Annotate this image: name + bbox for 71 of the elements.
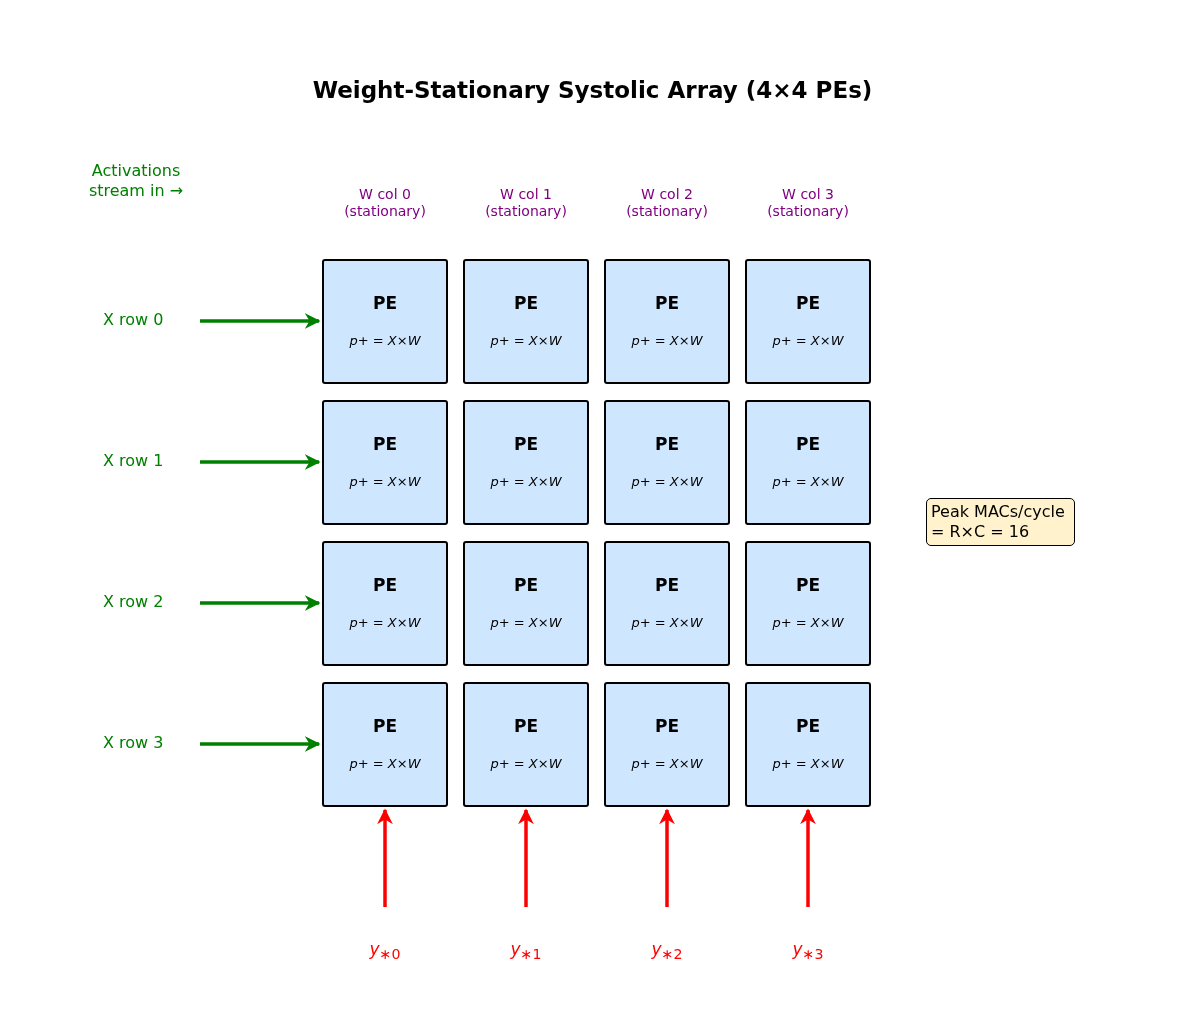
processing-element-box (745, 682, 871, 807)
column-header: W col 2 (stationary) (625, 186, 709, 220)
stream-note: Activations stream in → (87, 161, 185, 201)
diagram-title: Weight-Stationary Systolic Array (4×4 PEs) (311, 77, 874, 103)
row-input-label: X row 0 (100, 310, 200, 332)
arrow (659, 808, 675, 907)
formula-text: p+ = X×W (348, 615, 422, 630)
row-input-label: X row 1 (100, 451, 200, 473)
arrow (377, 808, 393, 907)
processing-element-box (463, 682, 589, 807)
arrow (518, 808, 534, 907)
pe-label: PE (512, 575, 540, 595)
note-box: Peak MACs/cycle = R×C = 16 (926, 498, 1075, 546)
pe-label: PE (512, 716, 540, 736)
column-header: W col 3 (stationary) (766, 186, 850, 220)
pe-label: PE (512, 293, 540, 313)
formula-text: p+ = X×W (630, 474, 704, 489)
pe-label: PE (371, 293, 399, 313)
formula-text: p+ = X×W (630, 756, 704, 771)
output-label: y$_{∗3}$ (778, 907, 838, 965)
processing-element-box (322, 682, 448, 807)
pe-label: PE (371, 716, 399, 736)
processing-element-box (322, 259, 448, 384)
arrow (200, 313, 321, 329)
formula-text: p+ = X×W (348, 474, 422, 489)
processing-element-box (745, 400, 871, 525)
pe-label: PE (794, 293, 822, 313)
pe-label: PE (371, 434, 399, 454)
output-label: y$_{∗0}$ (355, 907, 415, 965)
row-input-label: X row 2 (100, 592, 200, 614)
processing-element-box (745, 541, 871, 666)
pe-label: PE (653, 575, 681, 595)
processing-element-box (604, 541, 730, 666)
processing-element-box (604, 682, 730, 807)
formula-text: p+ = X×W (630, 333, 704, 348)
processing-element-box (463, 541, 589, 666)
processing-element-box (604, 259, 730, 384)
processing-element-box (322, 541, 448, 666)
formula-text: p+ = X×W (771, 756, 845, 771)
arrow (200, 454, 321, 470)
arrow (200, 595, 321, 611)
pe-label: PE (794, 434, 822, 454)
processing-element-box (463, 259, 589, 384)
formula-text: p+ = X×W (489, 333, 563, 348)
formula-text: p+ = X×W (348, 333, 422, 348)
column-header: W col 1 (stationary) (484, 186, 568, 220)
column-header: W col 0 (stationary) (343, 186, 427, 220)
row-input-label: X row 3 (100, 733, 200, 755)
pe-label: PE (794, 716, 822, 736)
pe-label: PE (653, 716, 681, 736)
output-label: y$_{∗1}$ (496, 907, 556, 965)
formula-text: p+ = X×W (489, 474, 563, 489)
pe-label: PE (653, 434, 681, 454)
formula-text: p+ = X×W (771, 333, 845, 348)
formula-text: p+ = X×W (489, 756, 563, 771)
pe-label: PE (653, 293, 681, 313)
processing-element-box (463, 400, 589, 525)
arrow (200, 736, 321, 752)
formula-text: p+ = X×W (630, 615, 704, 630)
pe-label: PE (794, 575, 822, 595)
processing-element-box (745, 259, 871, 384)
formula-text: p+ = X×W (771, 474, 845, 489)
formula-text: p+ = X×W (771, 615, 845, 630)
pe-label: PE (512, 434, 540, 454)
processing-element-box (322, 400, 448, 525)
processing-element-box (604, 400, 730, 525)
formula-text: p+ = X×W (348, 756, 422, 771)
formula-text: p+ = X×W (489, 615, 563, 630)
pe-label: PE (371, 575, 399, 595)
arrow (800, 808, 816, 907)
output-label: y$_{∗2}$ (637, 907, 697, 965)
